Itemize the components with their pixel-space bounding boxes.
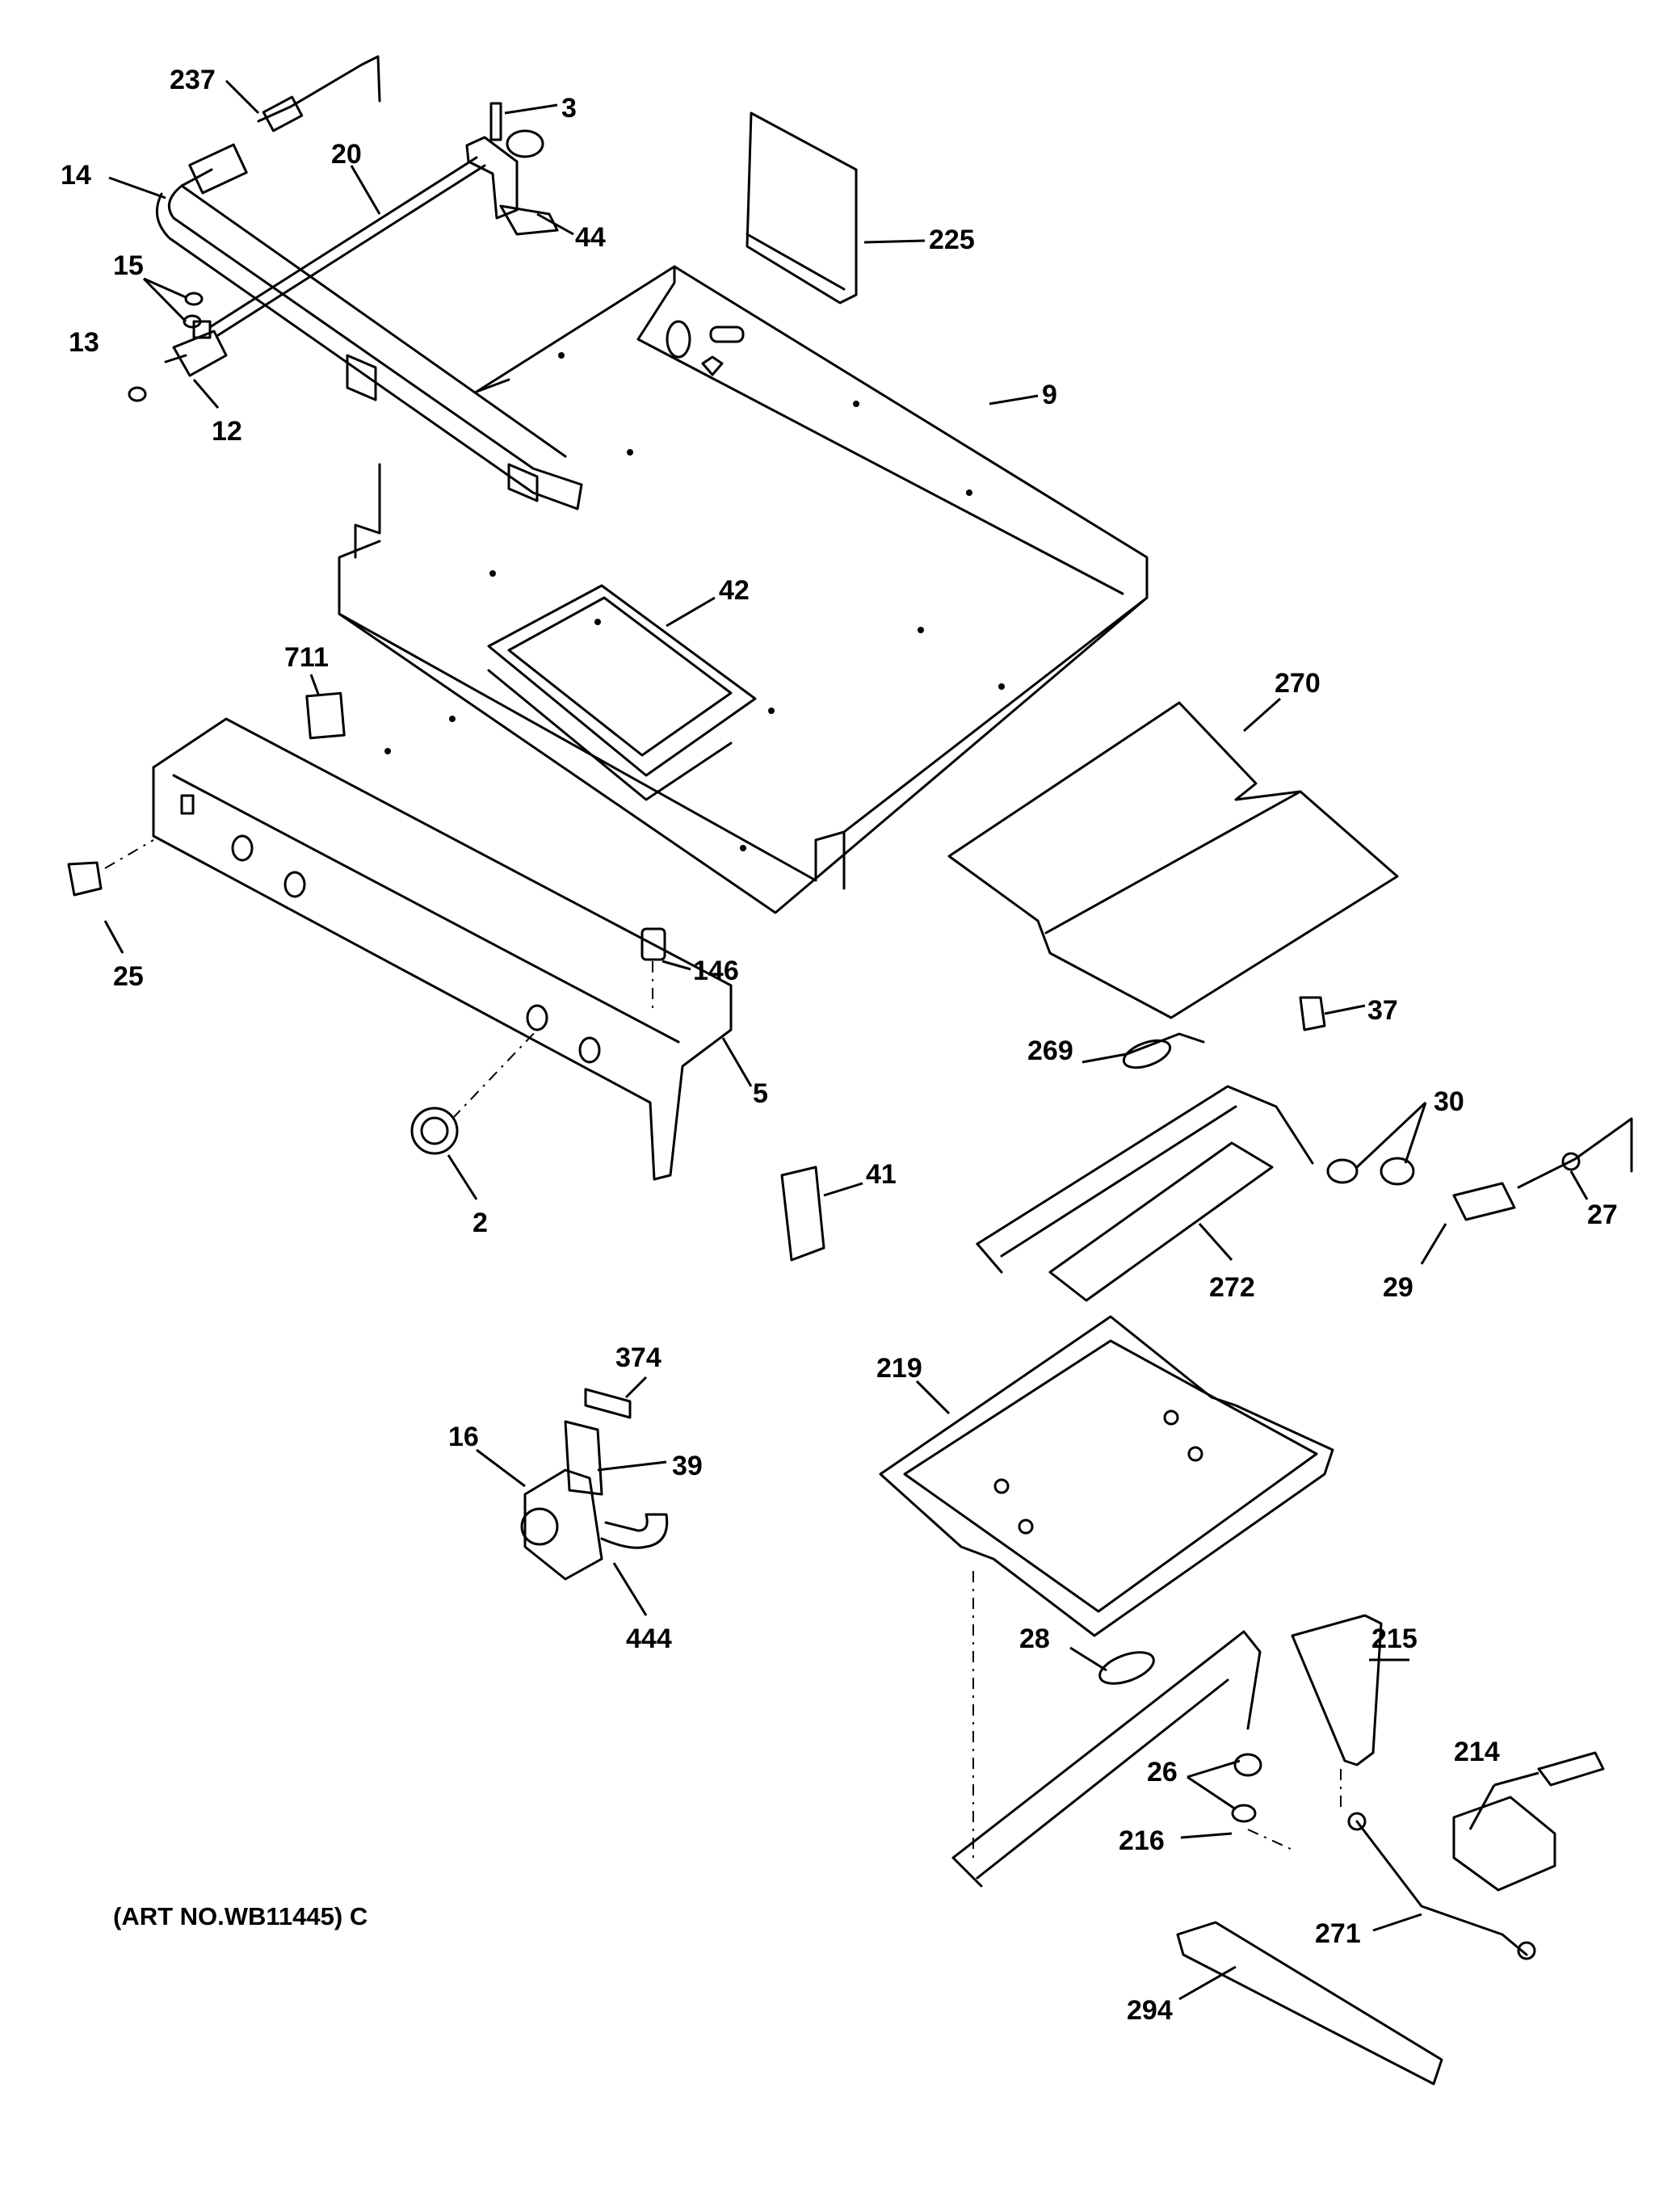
svg-text:269: 269 xyxy=(1027,1035,1073,1066)
bake-burner-assembly xyxy=(951,1614,1383,1888)
svg-text:42: 42 xyxy=(719,575,750,606)
callout-44: 44 xyxy=(536,212,606,253)
callout-25: 25 xyxy=(103,920,144,992)
svg-text:374: 374 xyxy=(615,1342,662,1373)
svg-text:25: 25 xyxy=(113,961,144,992)
svg-text:44: 44 xyxy=(575,222,606,253)
ignitor-assembly xyxy=(1176,1751,1605,2086)
svg-text:39: 39 xyxy=(672,1451,703,1481)
callout-272: 272 xyxy=(1198,1223,1255,1303)
svg-text:711: 711 xyxy=(284,642,329,673)
window-frame-42 xyxy=(487,584,757,801)
manifold-panel-5 xyxy=(67,691,733,1181)
callout-2: 2 xyxy=(447,1154,488,1238)
svg-text:3: 3 xyxy=(561,93,577,124)
svg-text:5: 5 xyxy=(753,1078,768,1109)
callout-294: 294 xyxy=(1127,1965,1237,2026)
callout-27: 27 xyxy=(1569,1170,1618,1230)
callout-214: 214 xyxy=(1454,1737,1539,1830)
callout-41: 41 xyxy=(823,1159,897,1197)
callout-711: 711 xyxy=(284,642,329,697)
callout-12: 12 xyxy=(192,379,242,447)
svg-text:225: 225 xyxy=(929,225,975,255)
svg-text:37: 37 xyxy=(1367,995,1398,1026)
svg-text:272: 272 xyxy=(1209,1272,1255,1303)
callout-16: 16 xyxy=(448,1422,526,1488)
svg-text:26: 26 xyxy=(1147,1757,1178,1787)
svg-text:214: 214 xyxy=(1454,1737,1500,1767)
svg-text:270: 270 xyxy=(1275,668,1321,699)
callout-3: 3 xyxy=(504,93,577,124)
callout-146: 146 xyxy=(662,956,739,986)
callout-215: 215 xyxy=(1369,1624,1418,1661)
panel-225 xyxy=(746,111,858,305)
callout-14: 14 xyxy=(61,160,166,200)
shield-270 xyxy=(947,701,1399,1019)
valve-assembly-16 xyxy=(520,1388,669,1581)
plate-219 xyxy=(879,1315,1334,1862)
svg-text:15: 15 xyxy=(113,250,144,281)
callout-5: 5 xyxy=(721,1037,768,1109)
callout-20: 20 xyxy=(331,139,381,215)
svg-text:16: 16 xyxy=(448,1422,479,1452)
svg-text:12: 12 xyxy=(212,416,242,447)
svg-text:215: 215 xyxy=(1371,1624,1418,1654)
lower-burner-assembly xyxy=(976,996,1633,1302)
svg-text:216: 216 xyxy=(1119,1825,1165,1856)
svg-text:237: 237 xyxy=(170,65,216,95)
callout-237: 237 xyxy=(170,65,260,115)
callout-225: 225 xyxy=(863,225,975,255)
callout-270: 270 xyxy=(1243,668,1321,733)
callout-374: 374 xyxy=(615,1342,662,1399)
callout-219: 219 xyxy=(876,1353,951,1415)
svg-text:2: 2 xyxy=(472,1208,488,1238)
svg-text:219: 219 xyxy=(876,1353,922,1384)
callout-37: 37 xyxy=(1324,995,1398,1026)
callout-39: 39 xyxy=(597,1451,703,1481)
callout-15: 15 xyxy=(113,250,187,323)
callout-28: 28 xyxy=(1019,1624,1107,1672)
callout-271: 271 xyxy=(1315,1913,1422,1949)
callout-26: 26 xyxy=(1147,1757,1241,1811)
callout-13: 13 xyxy=(69,327,99,358)
callout-29: 29 xyxy=(1383,1223,1447,1303)
svg-text:30: 30 xyxy=(1434,1086,1464,1117)
svg-text:444: 444 xyxy=(626,1624,672,1654)
svg-text:13: 13 xyxy=(69,327,99,358)
svg-text:27: 27 xyxy=(1587,1199,1618,1230)
svg-text:29: 29 xyxy=(1383,1272,1413,1303)
svg-text:9: 9 xyxy=(1042,380,1057,410)
svg-text:28: 28 xyxy=(1019,1624,1050,1654)
callout-269: 269 xyxy=(1027,1035,1128,1066)
burner-box-9 xyxy=(338,265,1149,914)
callout-444: 444 xyxy=(612,1562,672,1654)
svg-text:271: 271 xyxy=(1315,1918,1361,1949)
svg-text:294: 294 xyxy=(1127,1995,1173,2026)
art-number-caption: (ART NO.WB11445) C xyxy=(113,1902,368,1930)
callout-9: 9 xyxy=(989,380,1057,410)
svg-text:41: 41 xyxy=(866,1159,897,1190)
svg-text:20: 20 xyxy=(331,139,362,170)
svg-text:14: 14 xyxy=(61,160,91,191)
svg-text:146: 146 xyxy=(693,956,739,986)
part-41 xyxy=(780,1166,825,1262)
callout-42: 42 xyxy=(666,575,750,628)
top-burner-assembly xyxy=(128,55,583,510)
callout-30: 30 xyxy=(1355,1086,1464,1169)
callout-216: 216 xyxy=(1119,1825,1233,1856)
